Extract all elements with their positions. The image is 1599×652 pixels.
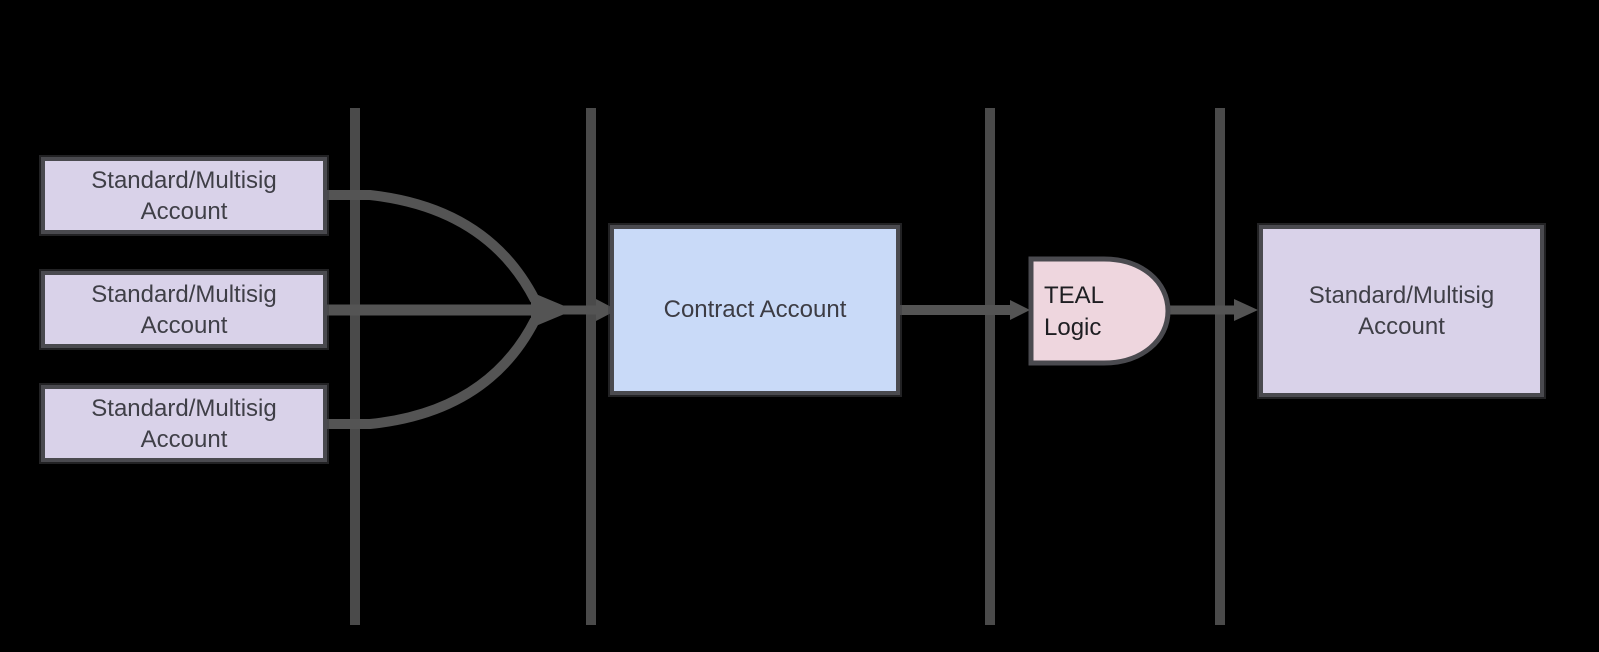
destination-account-box: Standard/Multisig Account [1259, 225, 1544, 397]
contract-input-arrowhead-icon [596, 299, 617, 321]
destination-account-label-line1: Standard/Multisig [1308, 282, 1495, 309]
source-account-3-label-line2: Account [140, 425, 228, 453]
teal-logic-shape [1028, 256, 1171, 366]
teal-logic-label: TEAL Logic [1044, 280, 1154, 344]
source-account-1-label-line1: Standard/Multisig [91, 166, 277, 194]
contract-account-label: Contract Account [663, 296, 847, 323]
source-account-1-label-line2: Account [140, 197, 228, 225]
teal-logic-label-line1: TEAL [1044, 282, 1105, 309]
source-account-box-3: Standard/Multisig Account [41, 385, 327, 462]
source-account-3-label-line1: Standard/Multisig [91, 394, 277, 422]
contract-account-box: Contract Account [610, 225, 900, 395]
teal-logic-label-line2: Logic [1044, 314, 1102, 341]
edge-source1-to-merge [327, 190, 540, 303]
source-account-2-label-line2: Account [140, 311, 228, 339]
edge-source3-to-merge [327, 317, 540, 429]
source-account-box-2: Standard/Multisig Account [41, 271, 327, 348]
teal-input-arrowhead-icon [1010, 300, 1030, 320]
destination-account-label-line2: Account [1358, 313, 1445, 340]
destination-input-arrowhead-icon [1234, 299, 1258, 321]
merge-arrowhead-icon [531, 292, 574, 328]
source-account-box-1: Standard/Multisig Account [41, 157, 327, 234]
source-account-2-label-line1: Standard/Multisig [91, 280, 277, 308]
